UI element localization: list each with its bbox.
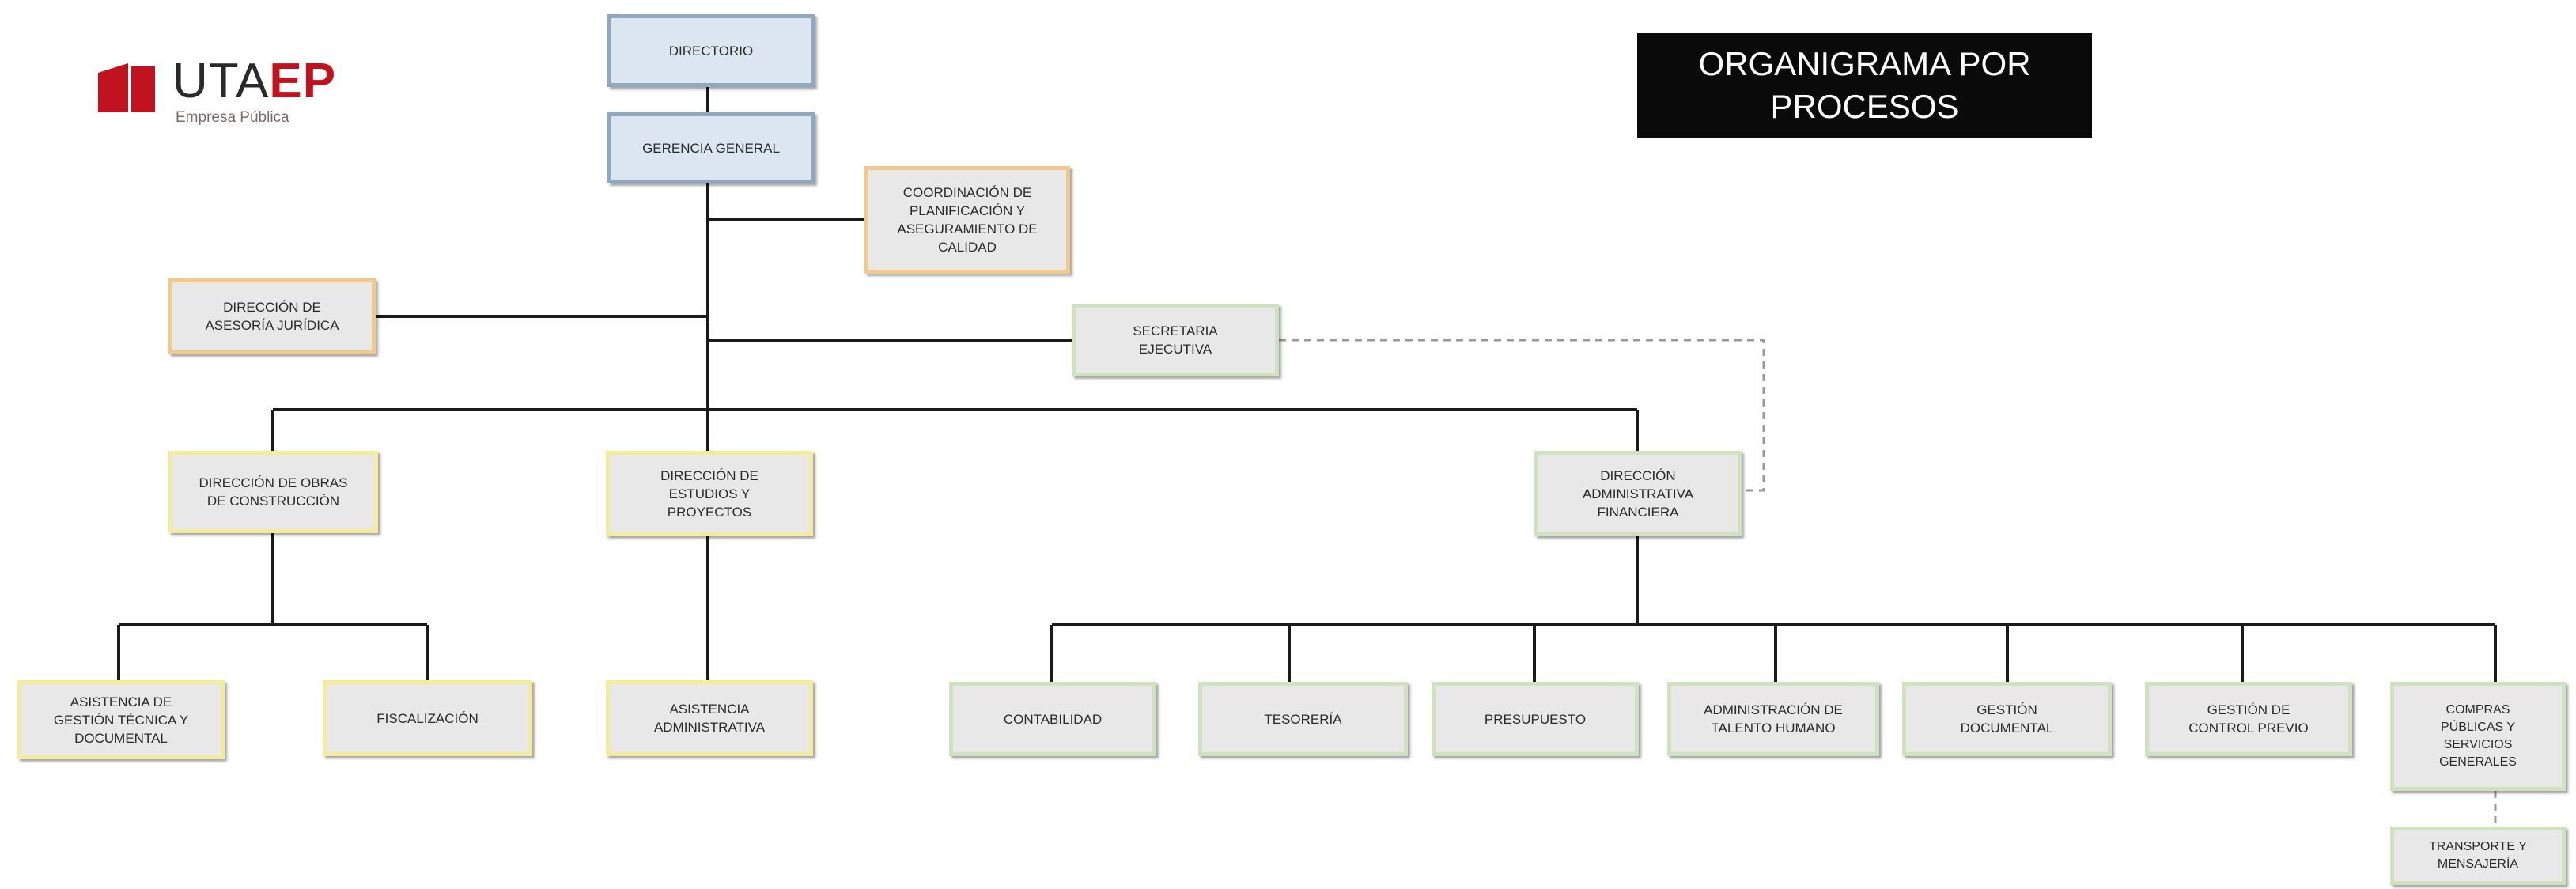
node-direccion-administrativa: DIRECCIÓN ADMINISTRATIVA FINANCIERA	[1534, 451, 1742, 536]
chart-title-line-2: PROCESOS	[1770, 88, 1959, 125]
node-fiscalizacion: FISCALIZACIÓN	[323, 680, 532, 756]
node-line: ADMINISTRATIVA	[1582, 486, 1694, 501]
node-secretaria-ejecutiva: SECRETARIA EJECUTIVA	[1072, 304, 1279, 376]
node-line: ADMINISTRACIÓN DE	[1704, 702, 1843, 717]
node-presupuesto: PRESUPUESTO	[1432, 682, 1639, 756]
node-line: FINANCIERA	[1597, 504, 1679, 520]
node-line: CALIDAD	[938, 240, 997, 255]
node-gerencia-general: GERENCIA GENERAL	[607, 112, 815, 183]
node-line: MENSAJERÍA	[2437, 857, 2519, 871]
logo-name-plain: UTA	[172, 54, 270, 108]
node-control-previo: GESTIÓN DE CONTROL PREVIO	[2145, 682, 2352, 756]
node-line: DE CONSTRUCCIÓN	[206, 494, 340, 509]
node-asistencia-gestion-tecnica: ASISTENCIA DE GESTIÓN TÉCNICA Y DOCUMENT…	[17, 680, 225, 759]
logo-mark-icon	[98, 63, 155, 112]
node-line: GESTIÓN TÉCNICA Y	[53, 712, 189, 728]
node-line: DIRECCIÓN DE OBRAS	[199, 475, 348, 490]
node-line: PROYECTOS	[667, 504, 752, 520]
node-line: TRANSPORTE Y	[2429, 840, 2527, 853]
node-line: CONTROL PREVIO	[2188, 721, 2309, 736]
node-line: COMPRAS	[2445, 703, 2510, 717]
node-line: DOCUMENTAL	[1960, 721, 2054, 736]
node-line: SERVICIOS	[2443, 738, 2513, 751]
node-line: COORDINACIÓN DE	[902, 185, 1032, 200]
node-directorio: DIRECTORIO	[607, 14, 815, 87]
node-line: DOCUMENTAL	[74, 730, 168, 746]
node-direccion-estudios: DIRECCIÓN DE ESTUDIOS Y PROYECTOS	[606, 451, 813, 536]
node-line: ASEGURAMIENTO DE	[897, 221, 1038, 236]
node-line: ADMINISTRATIVA	[653, 720, 766, 735]
node-line: DIRECCIÓN DE	[660, 467, 758, 483]
node-gestion-documental: GESTIÓN DOCUMENTAL	[1902, 682, 2112, 756]
node-line: GERENCIA GENERAL	[642, 140, 780, 156]
logo-wordmark: UTAEP	[172, 54, 336, 109]
node-line: TESORERÍA	[1264, 711, 1342, 727]
node-line: ASISTENCIA DE	[70, 694, 172, 709]
node-line: GESTIÓN DE	[2207, 702, 2290, 717]
node-line: GENERALES	[2439, 755, 2517, 769]
node-line: EJECUTIVA	[1138, 342, 1212, 357]
node-line: CONTABILIDAD	[1003, 711, 1103, 727]
node-compras-publicas: COMPRAS PÚBLICAS Y SERVICIOS GENERALES	[2390, 682, 2566, 791]
node-asistencia-administrativa: ASISTENCIA ADMINISTRATIVA	[606, 680, 813, 756]
company-logo: UTAEP Empresa Pública	[95, 47, 356, 134]
node-direccion-asesoria-juridica: DIRECCIÓN DE ASESORÍA JURÍDICA	[168, 278, 376, 354]
node-line: ASISTENCIA	[669, 702, 750, 717]
node-line: ASESORÍA JURÍDICA	[205, 318, 339, 333]
node-line: PÚBLICAS Y	[2441, 721, 2515, 734]
logo-name-accent: EP	[269, 54, 337, 108]
node-line: FISCALIZACIÓN	[376, 710, 479, 726]
node-contabilidad: CONTABILIDAD	[949, 682, 1156, 756]
node-line: TALENTO HUMANO	[1711, 721, 1836, 736]
node-line: DIRECTORIO	[668, 43, 754, 59]
node-line: DIRECCIÓN	[1600, 467, 1676, 483]
node-tesoreria: TESORERÍA	[1198, 682, 1408, 756]
logo-subtitle: Empresa Pública	[176, 109, 289, 126]
node-line: PLANIFICACIÓN Y	[909, 203, 1026, 218]
node-line: SECRETARIA	[1133, 323, 1218, 339]
node-line: DIRECCIÓN DE	[223, 300, 321, 315]
chart-title-line-1: ORGANIGRAMA POR	[1698, 45, 2031, 82]
node-line: GESTIÓN	[1976, 702, 2037, 717]
chart-title: ORGANIGRAMA POR PROCESOS	[1637, 33, 2092, 138]
node-line: PRESUPUESTO	[1484, 711, 1587, 727]
node-line: ESTUDIOS Y	[668, 486, 751, 501]
node-talento-humano: ADMINISTRACIÓN DE TALENTO HUMANO	[1667, 682, 1879, 756]
node-direccion-obras: DIRECCIÓN DE OBRAS DE CONSTRUCCIÓN	[168, 451, 378, 533]
node-transporte: TRANSPORTE Y MENSAJERÍA	[2390, 827, 2566, 885]
node-coordinacion-planificacion: COORDINACIÓN DE PLANIFICACIÓN Y ASEGURAM…	[864, 166, 1070, 274]
